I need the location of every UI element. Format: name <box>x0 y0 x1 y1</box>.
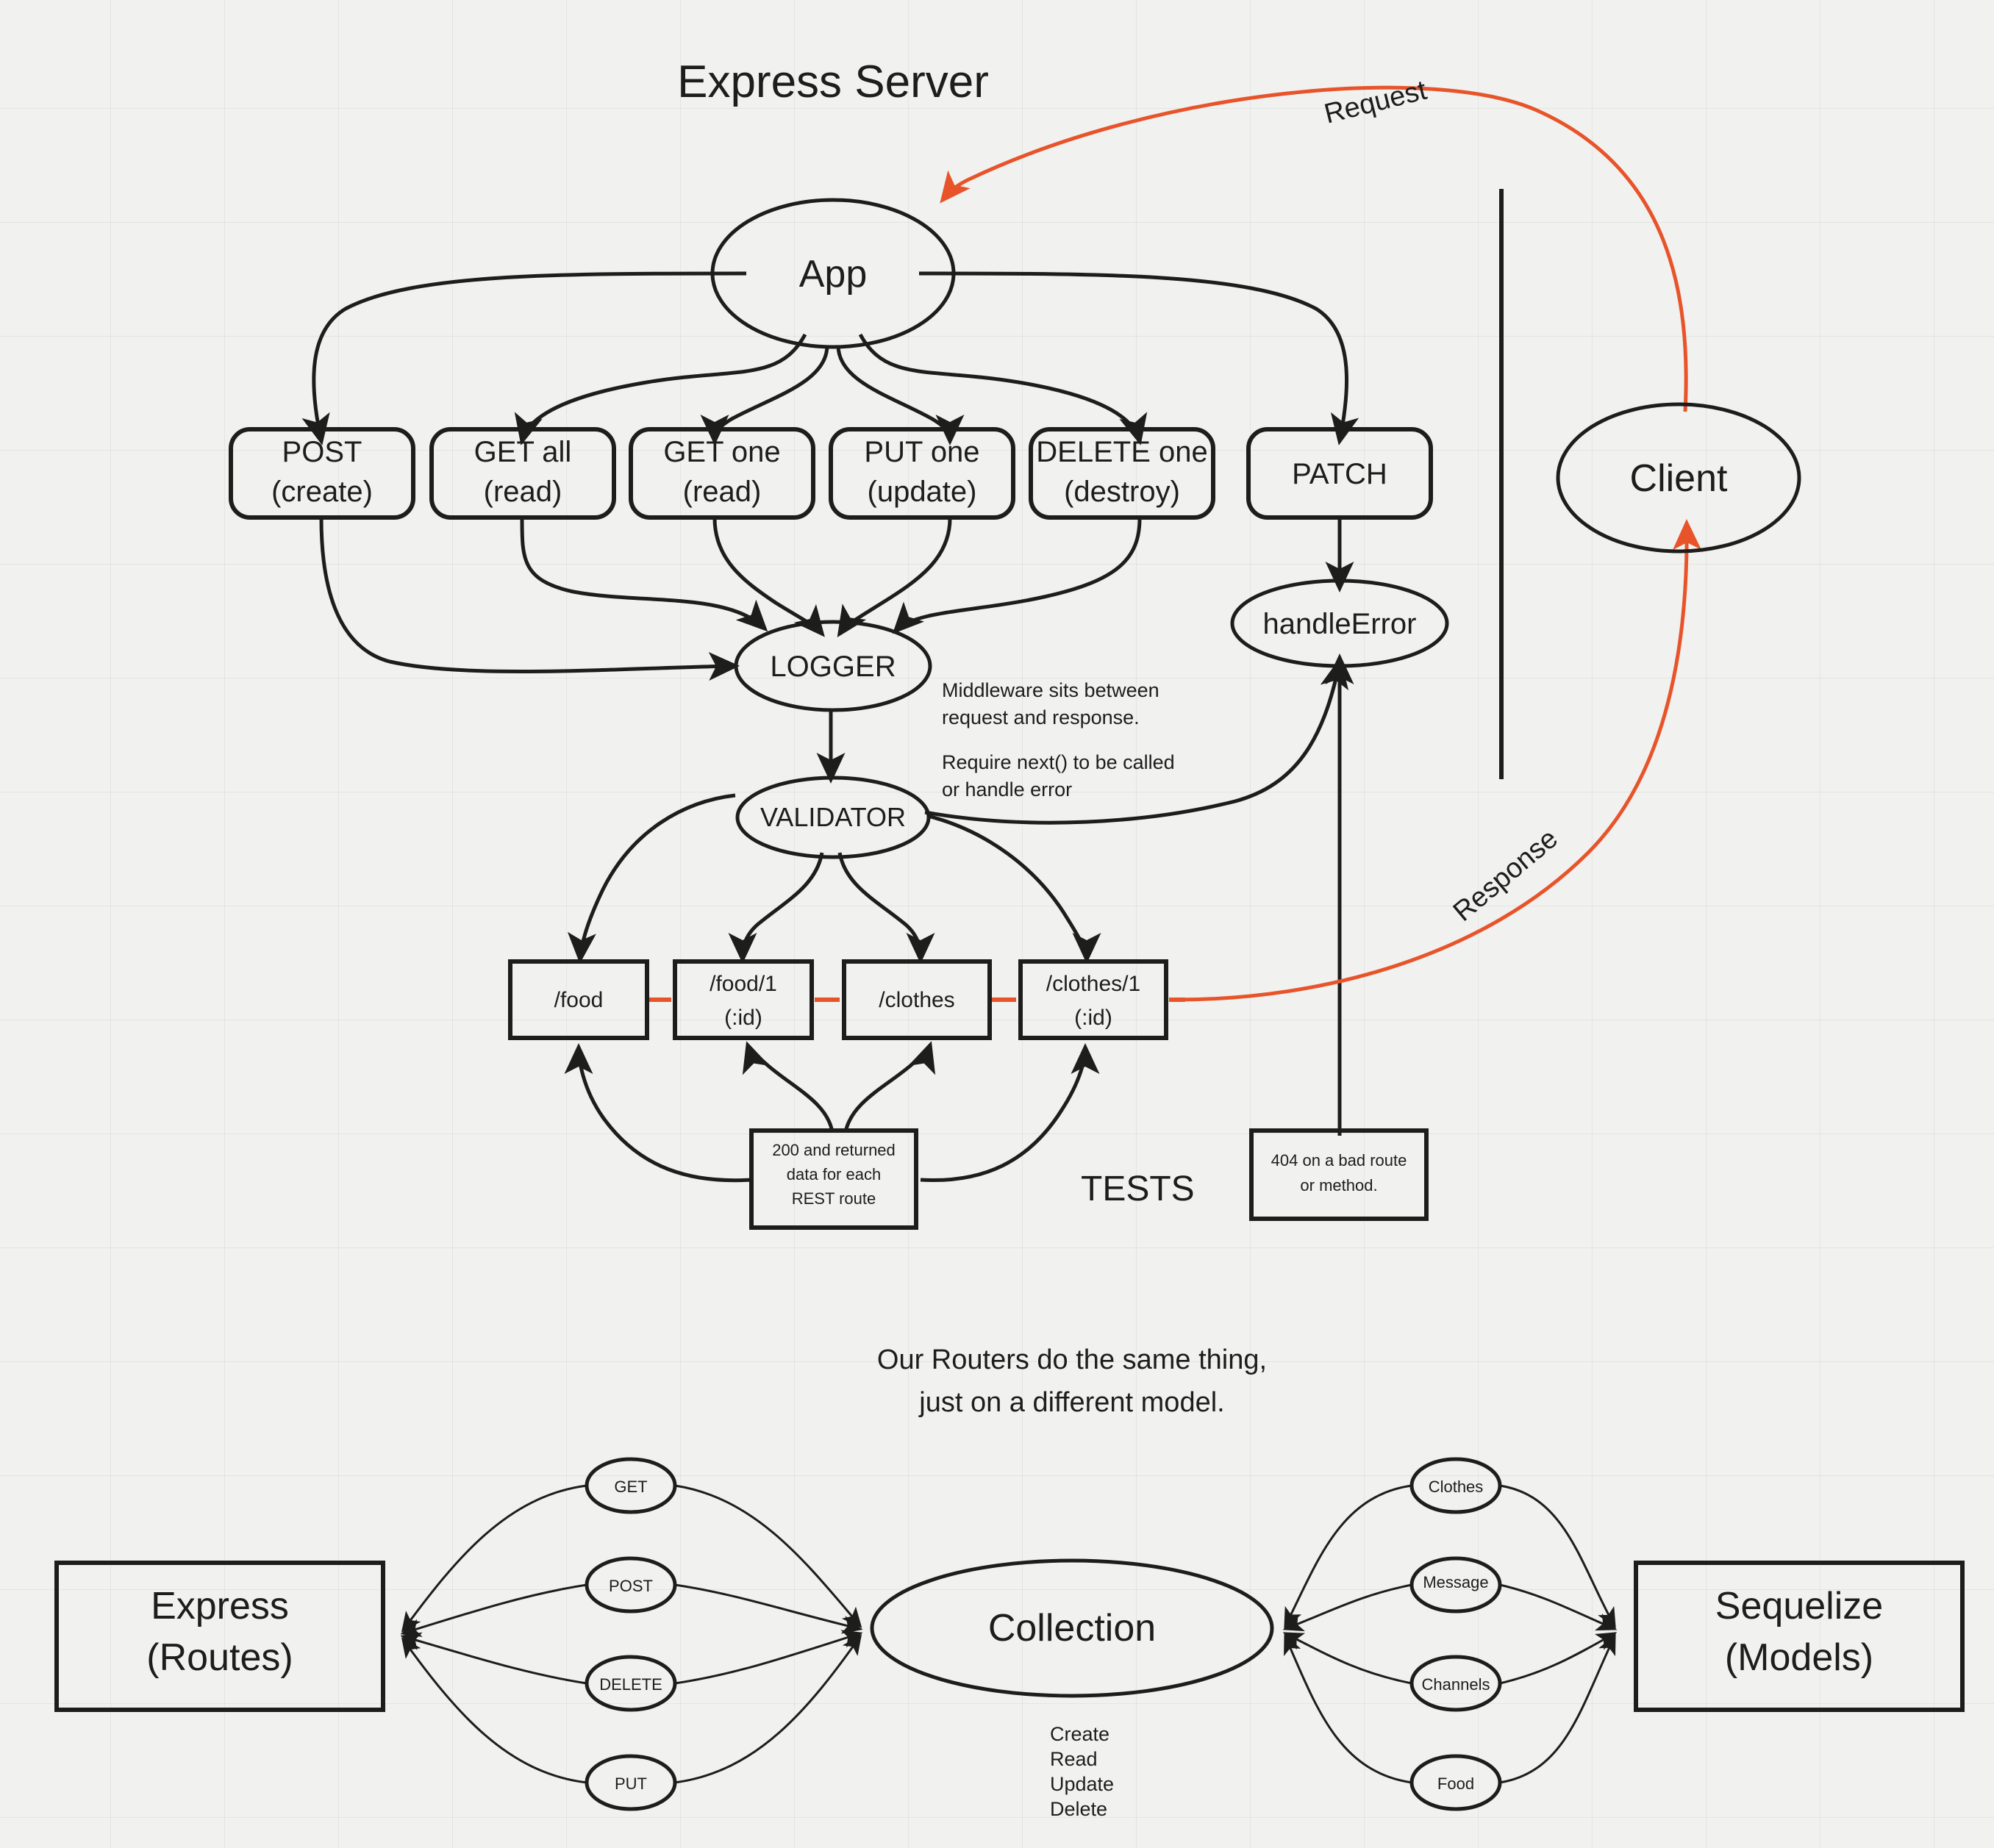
method-box-label-line2: (destroy) <box>1064 476 1180 508</box>
collection-node-label: Collection <box>988 1607 1156 1650</box>
method-box-label-line2: (read) <box>683 476 762 508</box>
handle-error-node-label: handleError <box>1262 608 1416 640</box>
model-node-label: Message <box>1423 1573 1488 1591</box>
method-box-label-line2: (create) <box>271 476 373 508</box>
route-box-label-line1: /food/1 <box>710 972 777 996</box>
method-box-label-line1: GET one <box>663 436 780 468</box>
sequelize-models-box <box>1634 1561 1965 1712</box>
model-node-label: Clothes <box>1429 1478 1484 1496</box>
verb-node-label: DELETE <box>599 1675 662 1694</box>
method-box <box>629 427 815 520</box>
route-box-label-line2: (:id) <box>1074 1006 1112 1030</box>
error-note-line1: 404 on a bad route <box>1271 1151 1407 1170</box>
crud-list-item: Create <box>1050 1723 1109 1745</box>
route-box <box>1018 959 1168 1040</box>
express-routes-label-line1: Express <box>151 1585 289 1627</box>
crud-list-item: Delete <box>1050 1798 1107 1820</box>
route-box <box>673 959 814 1040</box>
verb-node-label: GET <box>614 1478 647 1496</box>
logger-node-label: LOGGER <box>770 651 896 683</box>
tests-label: TESTS <box>1081 1170 1195 1208</box>
express-routes-label-line2: (Routes) <box>146 1636 293 1679</box>
page-title: Express Server <box>677 57 989 107</box>
route-box <box>508 959 649 1040</box>
method-box <box>829 427 1015 520</box>
method-box-label-line1: DELETE one <box>1036 436 1207 468</box>
error-note-line2: or method. <box>1300 1176 1377 1195</box>
sequelize-models-label-line1: Sequelize <box>1715 1585 1883 1627</box>
app-node <box>710 198 956 349</box>
method-box-label-line1: PUT one <box>864 436 979 468</box>
crud-list-item: Update <box>1050 1773 1114 1795</box>
route-box-label-line1: /food <box>554 988 604 1012</box>
test-note-line1: 200 and returned <box>772 1141 896 1159</box>
method-box <box>1029 427 1215 520</box>
validator-node <box>735 776 931 859</box>
middleware-note-line3: Require next() to be called <box>942 751 1175 773</box>
verb-node-label: POST <box>609 1577 653 1595</box>
method-box-label-line1: PATCH <box>1292 458 1387 490</box>
request-label: Request <box>1321 75 1430 130</box>
client-node-label: Client <box>1630 457 1728 500</box>
model-node-label: Channels <box>1422 1675 1490 1694</box>
validator-node-label: VALIDATOR <box>760 802 906 832</box>
model-node-label: Food <box>1437 1774 1474 1793</box>
method-box-label-line1: POST <box>282 436 362 468</box>
test-note-line2: data for each <box>787 1165 881 1183</box>
middleware-note-line4: or handle error <box>942 778 1072 801</box>
error-note-box <box>1249 1128 1429 1221</box>
route-box-label-line2: (:id) <box>724 1006 762 1030</box>
handle-error-node <box>1230 579 1449 668</box>
method-box <box>1246 427 1433 520</box>
test-note-line3: REST route <box>792 1189 876 1208</box>
express-routes-box <box>54 1561 385 1712</box>
test-note-box <box>749 1128 918 1230</box>
middleware-note-line2: request and response. <box>942 706 1140 728</box>
method-box <box>429 427 616 520</box>
route-box <box>842 959 992 1040</box>
method-box-label-line1: GET all <box>474 436 572 468</box>
response-label: Response <box>1448 823 1564 928</box>
routers-caption-line1: Our Routers do the same thing, <box>877 1344 1267 1375</box>
method-box-label-line2: (update) <box>868 476 977 508</box>
crud-list-item: Read <box>1050 1748 1098 1770</box>
method-box <box>229 427 415 520</box>
sequelize-models-label-line2: (Models) <box>1725 1636 1873 1679</box>
app-node-label: App <box>799 253 868 296</box>
client-node <box>1556 402 1801 554</box>
routers-caption-line2: just on a different model. <box>918 1387 1224 1418</box>
verb-node-label: PUT <box>615 1774 647 1793</box>
middleware-note-line1: Middleware sits between <box>942 679 1159 701</box>
route-box-label-line1: /clothes <box>879 988 954 1012</box>
logger-node <box>734 620 932 712</box>
route-box-label-line1: /clothes/1 <box>1046 972 1140 996</box>
method-box-label-line2: (read) <box>484 476 562 508</box>
collection-node <box>870 1558 1274 1698</box>
